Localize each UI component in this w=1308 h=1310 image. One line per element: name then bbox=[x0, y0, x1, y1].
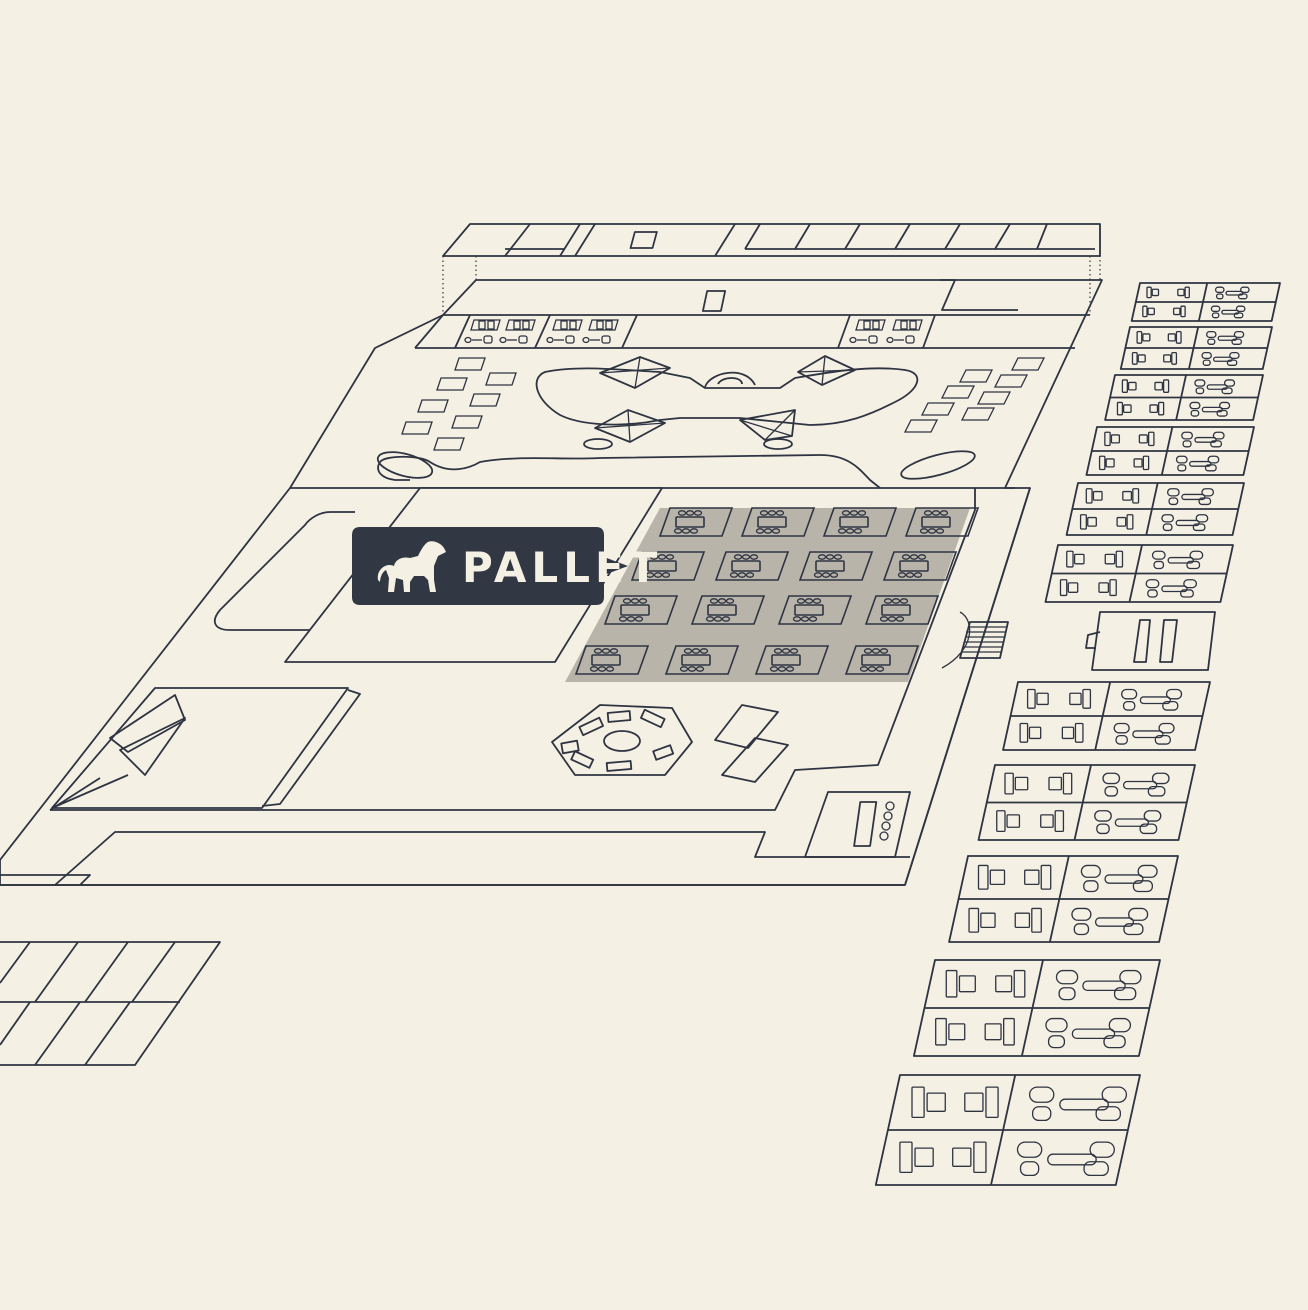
small-table bbox=[993, 374, 1029, 388]
booth-table bbox=[886, 319, 923, 344]
seating-table bbox=[740, 507, 816, 537]
booth-block bbox=[1104, 374, 1264, 421]
booth-block bbox=[1119, 326, 1273, 370]
booth-block bbox=[912, 959, 1161, 1057]
seating-table bbox=[630, 551, 706, 581]
dog-icon bbox=[377, 541, 446, 592]
right-booth-column bbox=[874, 282, 1281, 1186]
small-table bbox=[451, 415, 483, 429]
small-table bbox=[976, 391, 1012, 405]
callout-label: PALLET bbox=[462, 543, 662, 592]
seating-table bbox=[658, 507, 734, 537]
seating-table bbox=[822, 507, 898, 537]
booth-block bbox=[874, 1074, 1141, 1186]
small-table bbox=[469, 393, 501, 407]
lower-left-grid bbox=[0, 941, 221, 1066]
small-table bbox=[454, 357, 486, 371]
small-table bbox=[958, 369, 994, 383]
small-tables-right bbox=[903, 357, 1046, 433]
seating-table bbox=[904, 507, 980, 537]
booth-table bbox=[582, 319, 619, 344]
booth-block bbox=[1085, 426, 1255, 476]
seating-table bbox=[574, 645, 650, 675]
small-table bbox=[433, 437, 465, 451]
small-table bbox=[1010, 357, 1046, 371]
seating-table bbox=[714, 551, 790, 581]
seating-table bbox=[882, 551, 958, 581]
pallet-callout[interactable]: PALLET bbox=[352, 527, 662, 605]
booth-table bbox=[464, 319, 501, 344]
small-table bbox=[485, 372, 517, 386]
small-table bbox=[940, 385, 976, 399]
booth-table bbox=[499, 319, 536, 344]
hex-lounge bbox=[551, 704, 789, 783]
booth-block bbox=[1065, 482, 1245, 536]
booth-table bbox=[546, 319, 583, 344]
lounge-area bbox=[376, 355, 976, 489]
seating-table bbox=[754, 645, 830, 675]
seating-table bbox=[690, 595, 766, 625]
small-table bbox=[436, 377, 468, 391]
seating-table bbox=[844, 645, 920, 675]
booth-row-top bbox=[454, 314, 936, 349]
booth-block bbox=[1044, 544, 1234, 603]
booth-block bbox=[1002, 681, 1211, 751]
booth-table bbox=[849, 319, 886, 344]
small-table bbox=[401, 421, 433, 435]
main-floor-outline bbox=[0, 279, 1103, 886]
pallet-seating-zone[interactable] bbox=[565, 507, 980, 682]
seating-table bbox=[798, 551, 874, 581]
pallet-tables bbox=[574, 507, 980, 675]
top-perimeter-strip bbox=[442, 223, 1101, 315]
small-tables-left bbox=[401, 357, 517, 451]
seating-table bbox=[603, 595, 679, 625]
seating-table bbox=[864, 595, 940, 625]
booth-block bbox=[948, 855, 1179, 943]
seating-table bbox=[777, 595, 853, 625]
booth-block bbox=[977, 764, 1196, 841]
seating-table bbox=[664, 645, 740, 675]
stairs bbox=[941, 611, 1009, 669]
small-table bbox=[417, 399, 449, 413]
stage bbox=[51, 687, 361, 809]
small-table bbox=[960, 407, 996, 421]
right-single-booth bbox=[1085, 611, 1216, 671]
booth-block bbox=[1130, 282, 1281, 322]
small-table bbox=[903, 419, 939, 433]
booth-tables-top bbox=[464, 319, 923, 344]
small-table bbox=[920, 402, 956, 416]
